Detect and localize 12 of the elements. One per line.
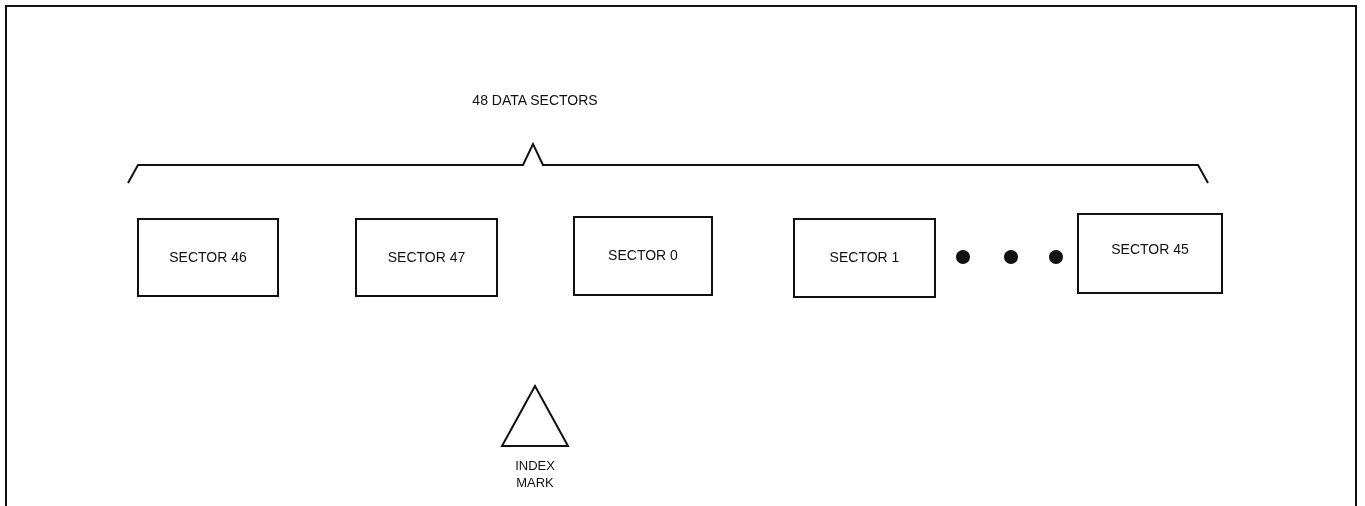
sector-box (137, 218, 279, 297)
bracket-label: 48 DATA SECTORS (472, 92, 598, 108)
sector-label: SECTOR 47 (387, 248, 466, 267)
sector-box (793, 218, 936, 298)
index-mark-label: INDEX MARK (514, 458, 556, 492)
sector-label: SECTOR 46 (169, 248, 247, 267)
sector-label: SECTOR 0 (608, 247, 678, 265)
sector-label: SECTOR 45 (1111, 241, 1189, 259)
sector-label: SECTOR 1 (829, 249, 900, 267)
sector-box (1077, 213, 1223, 294)
sector-box (355, 218, 498, 297)
sector-box (573, 216, 713, 296)
